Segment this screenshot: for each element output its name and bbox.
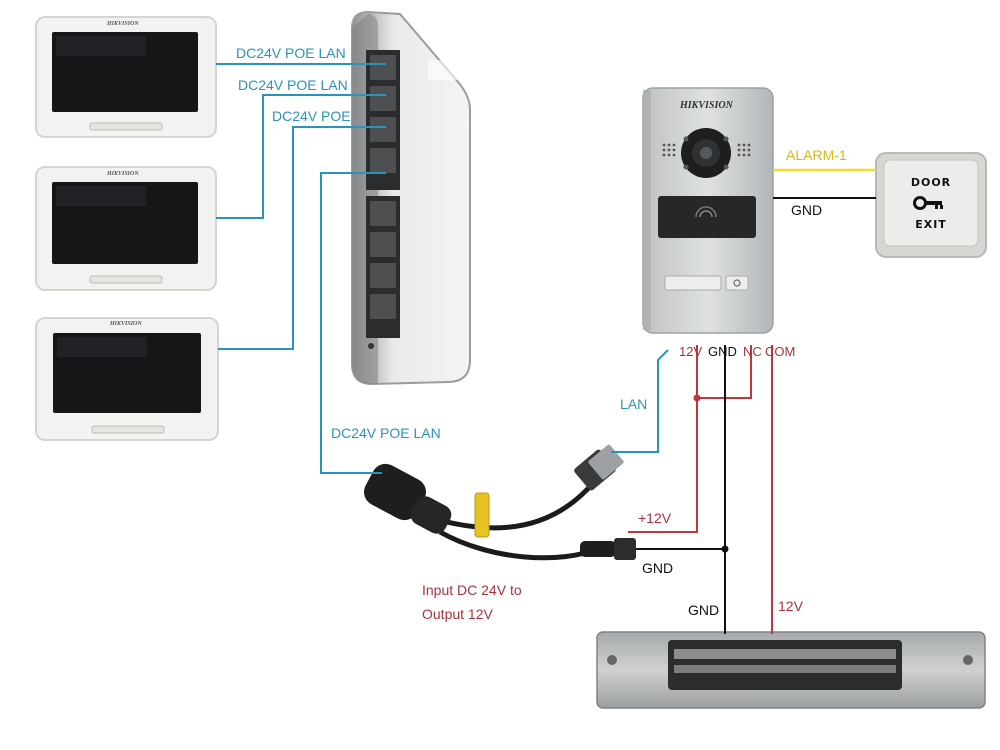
junction-ground: [721, 545, 729, 553]
label-gnd-exit: GND: [791, 202, 823, 218]
poe-splitter: [364, 444, 636, 561]
monitor-1-brand: HIKVISION: [107, 21, 139, 27]
exit-button-line1: DOOR: [910, 176, 952, 189]
label-lan: LAN: [620, 396, 648, 412]
terminal-gnd: GND: [708, 344, 737, 359]
label-gnd-adapter: GND: [642, 560, 674, 576]
lan-wires: [216, 63, 669, 474]
label-12v-lock: 12V: [778, 598, 803, 614]
terminal-12v: 12V: [679, 344, 703, 359]
label-gnd-lock: GND: [688, 602, 720, 618]
power-wire-nc-bridge: [697, 345, 752, 399]
monitor-3-brand: HIKVISION: [110, 321, 142, 327]
monitor-2-brand: HIKVISION: [107, 171, 139, 177]
indoor-monitor-2: [35, 166, 217, 291]
key-icon: [913, 196, 943, 210]
terminal-com: COM: [765, 344, 796, 359]
lan-wire-station: [611, 349, 669, 453]
label-poe-lan-2: DC24V POE LAN: [238, 77, 348, 93]
door-station-brand: HIKVISION: [680, 100, 733, 111]
door-station: [642, 87, 774, 334]
exit-button-line2: EXIT: [915, 218, 947, 231]
lan-wire-3: [218, 126, 386, 350]
terminal-nc: NC: [743, 344, 762, 359]
magnetic-lock: [596, 631, 986, 709]
power-wires: [628, 345, 773, 634]
indoor-monitor-3: [35, 317, 219, 441]
lan-wire-2: [216, 94, 386, 219]
indoor-monitor-1: [35, 16, 217, 138]
label-poe-lan-1: DC24V POE LAN: [236, 45, 346, 61]
poe-switch: [351, 10, 471, 386]
junction-power: [693, 394, 701, 402]
label-alarm-1: ALARM-1: [786, 147, 847, 163]
label-input-line2: Output 12V: [422, 606, 493, 622]
ground-wires: [636, 197, 876, 634]
door-exit-button: [875, 152, 987, 258]
label-plus12v: +12V: [638, 510, 672, 526]
lan-wire-4: [320, 172, 386, 474]
label-input-line1: Input DC 24V to: [422, 582, 522, 598]
label-poe-3: DC24V POE: [272, 108, 351, 124]
power-wire-plus12v: [628, 345, 698, 533]
label-poe-lan-4: DC24V POE LAN: [331, 425, 441, 441]
